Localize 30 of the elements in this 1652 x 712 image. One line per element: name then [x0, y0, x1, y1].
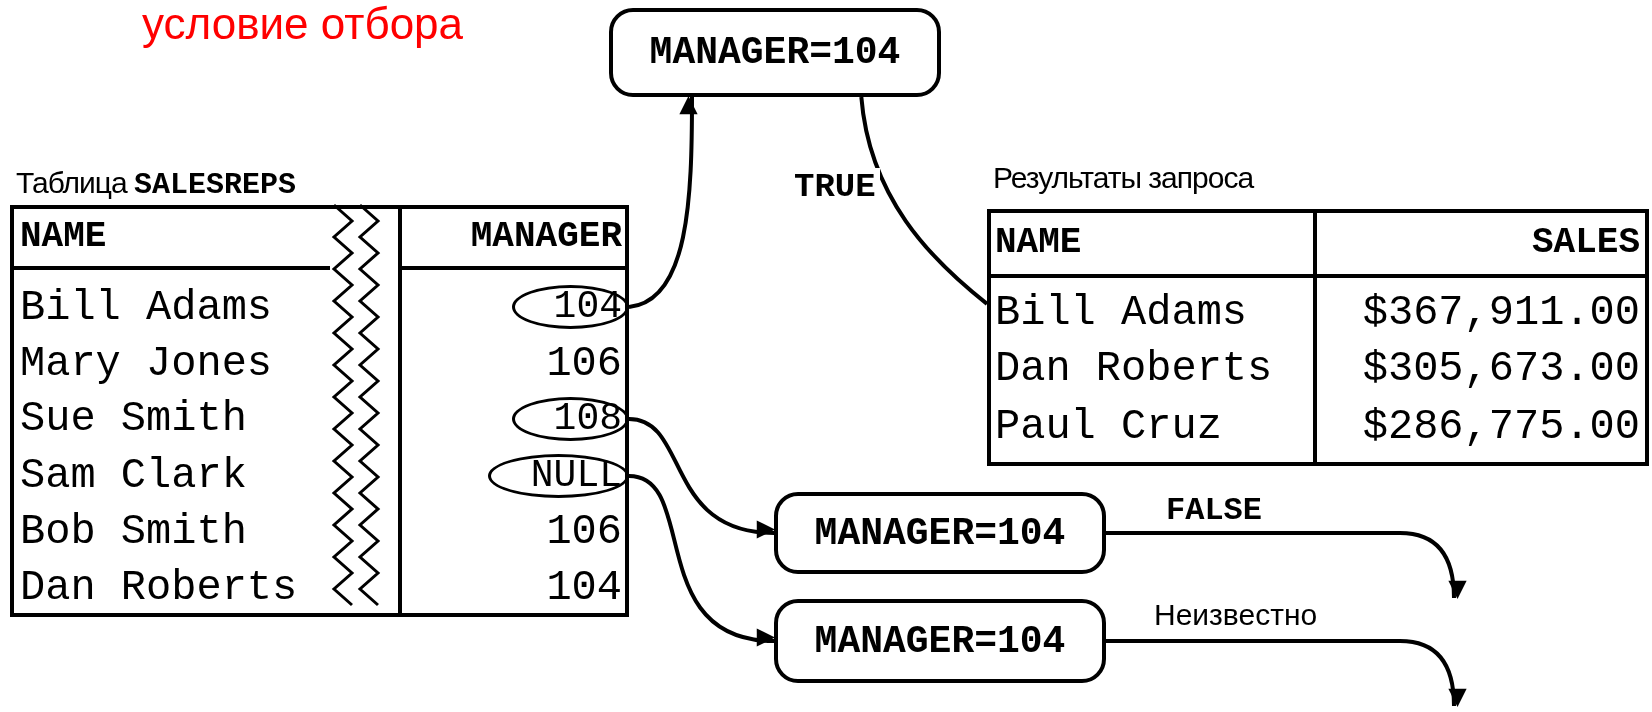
table-cell: 104 — [546, 563, 622, 613]
table-cell: Dan Roberts — [995, 344, 1273, 394]
table-cell: Bill Adams — [20, 283, 273, 333]
title: условие отбора — [142, 0, 464, 48]
table-cell: Bill Adams — [995, 288, 1248, 338]
table-cell: Paul Cruz — [995, 402, 1222, 452]
column-header: NAME — [20, 215, 107, 259]
condition-box: MANAGER=104 — [774, 492, 1106, 574]
table-cell: $286,775.00 — [1362, 402, 1640, 452]
table-cell: $305,673.00 — [1362, 344, 1640, 394]
column-header: NAME — [995, 221, 1082, 265]
table-cell: Bob Smith — [20, 507, 247, 557]
table-heading: Таблица SALESREPS — [16, 165, 296, 203]
table-cell: Sue Smith — [20, 394, 247, 444]
table-cell: 106 — [546, 339, 622, 389]
table-cell: Mary Jones — [20, 339, 273, 389]
table-cell: Sam Clark — [20, 451, 247, 501]
arrow — [628, 417, 776, 538]
table-cell: Dan Roberts — [20, 563, 298, 613]
arrow — [628, 96, 698, 309]
table-cell: $367,911.00 — [1362, 288, 1640, 338]
table-heading: Результаты запроса — [993, 160, 1254, 196]
arrow — [1106, 531, 1466, 599]
table-cell: 106 — [546, 507, 622, 557]
arrow — [628, 474, 776, 645]
column-header: SALES — [1531, 221, 1640, 265]
column-header: MANAGER — [470, 215, 622, 259]
arrow — [1106, 639, 1466, 707]
condition-box: MANAGER=104 — [609, 8, 941, 97]
condition-box: MANAGER=104 — [774, 599, 1106, 683]
